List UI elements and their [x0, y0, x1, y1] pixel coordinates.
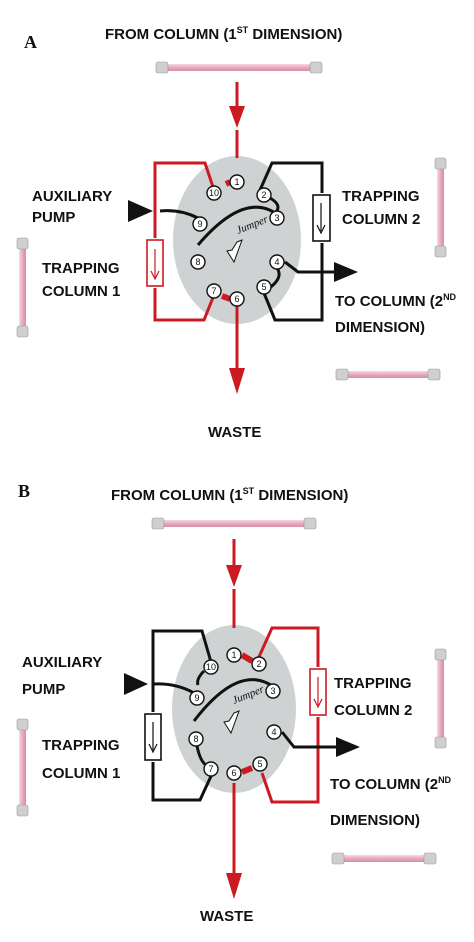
loop-right-black	[258, 161, 324, 193]
svg-text:8: 8	[193, 734, 198, 744]
flow-arrow-icon	[223, 710, 240, 735]
flow-arrow-icon	[148, 722, 158, 754]
column-tube-icon	[155, 61, 323, 74]
to-column-label-2: DIMENSION)	[330, 812, 420, 829]
port-8: 8	[190, 254, 206, 270]
svg-text:1: 1	[234, 177, 239, 187]
flow-arrow-icon	[316, 203, 326, 235]
column-tube-icon	[434, 157, 447, 258]
svg-text:6: 6	[231, 768, 236, 778]
waste-label: WASTE	[200, 908, 253, 925]
port-4: 4	[266, 724, 282, 740]
trapping-column-1-label-1: TRAPPING	[42, 737, 120, 754]
column-tube-icon	[335, 368, 441, 381]
port-4: 4	[269, 254, 285, 270]
port-10: 10	[206, 185, 222, 201]
trapping-column-2-label-1: TRAPPING	[334, 675, 412, 692]
port-8: 8	[188, 731, 204, 747]
svg-text:9: 9	[197, 219, 202, 229]
svg-text:3: 3	[270, 686, 275, 696]
column-tube-icon	[331, 852, 437, 865]
arrow-down-icon	[229, 82, 245, 128]
svg-text:1: 1	[231, 650, 236, 660]
port-5: 5	[256, 279, 272, 295]
panel-a: A FROM COLUMN (1ST DIMENSION)	[16, 25, 457, 441]
port-9: 9	[192, 216, 208, 232]
port-1: 1	[229, 174, 245, 190]
port-5: 5	[252, 756, 268, 772]
port-7: 7	[203, 761, 219, 777]
arrow-down-icon	[226, 783, 242, 899]
column-tube-icon	[16, 718, 29, 817]
flow-arrow-icon	[226, 239, 243, 264]
loop-left-red	[153, 161, 216, 238]
svg-text:6: 6	[234, 294, 239, 304]
svg-text:7: 7	[211, 286, 216, 296]
to-column-label-1: TO COLUMN (2ND	[330, 775, 452, 793]
waste-label: WASTE	[208, 424, 261, 441]
valve-ports: 1 2 3 4 5 6 7 8 9 10	[188, 647, 282, 781]
arrow-down-icon	[229, 340, 245, 394]
auxiliary-pump-label-2: PUMP	[22, 681, 65, 698]
panel-a-diagram: A FROM COLUMN (1ST DIMENSION)	[16, 25, 457, 441]
svg-text:10: 10	[206, 662, 216, 672]
svg-text:2: 2	[261, 190, 266, 200]
trapping-column-1-label-2: COLUMN 1	[42, 765, 120, 782]
panel-b: B FROM COLUMN (1ST DIMENSION)	[0, 471, 474, 942]
column-tube-icon	[151, 517, 317, 530]
trapping-column-1-label-2: COLUMN 1	[42, 283, 120, 300]
port-10: 10	[203, 659, 219, 675]
trapping-column-1-label-1: TRAPPING	[42, 260, 120, 277]
svg-text:3: 3	[274, 213, 279, 223]
port-3: 3	[269, 210, 285, 226]
panel-b-diagram: B FROM COLUMN (1ST DIMENSION)	[16, 481, 452, 925]
svg-text:2: 2	[256, 659, 261, 669]
port-2: 2	[251, 656, 267, 672]
svg-text:4: 4	[271, 727, 276, 737]
column-tube-icon	[16, 237, 29, 338]
svg-text:9: 9	[194, 693, 199, 703]
loop-right-red	[256, 626, 320, 667]
auxiliary-pump-label-1: AUXILIARY	[22, 654, 102, 671]
to-column-label-1: TO COLUMN (2ND	[335, 292, 457, 310]
auxiliary-pump-label-1: AUXILIARY	[32, 188, 112, 205]
port-2: 2	[256, 187, 272, 203]
port-7: 7	[206, 283, 222, 299]
column-tube-icon	[434, 648, 447, 749]
auxiliary-pump-label-2: PUMP	[32, 209, 75, 226]
panel-letter: A	[24, 32, 37, 52]
port-6: 6	[229, 291, 245, 307]
svg-text:5: 5	[257, 759, 262, 769]
trapping-column-2-label-1: TRAPPING	[342, 188, 420, 205]
arrow-right-icon	[128, 200, 153, 222]
panel-letter: B	[18, 481, 30, 501]
arrow-right-icon	[326, 737, 360, 757]
svg-text:8: 8	[195, 257, 200, 267]
port-9: 9	[189, 690, 205, 706]
port-3: 3	[265, 683, 281, 699]
svg-text:5: 5	[261, 282, 266, 292]
flow-arrow-icon	[150, 249, 160, 281]
arrow-down-icon	[226, 539, 242, 587]
valve-ports: 1 2 3 4 5 6 7 8 9 10	[190, 174, 285, 307]
jumper-line	[196, 205, 279, 246]
to-column-label-2: DIMENSION)	[335, 319, 425, 336]
port-1: 1	[226, 647, 242, 663]
svg-text:10: 10	[209, 188, 219, 198]
svg-text:4: 4	[274, 257, 279, 267]
port-6: 6	[226, 765, 242, 781]
trapping-column-2-label-2: COLUMN 2	[334, 702, 412, 719]
loop-left-black	[151, 629, 213, 712]
from-column-label: FROM COLUMN (1ST DIMENSION)	[105, 25, 342, 43]
flow-arrow-icon	[313, 677, 323, 709]
arrow-right-icon	[330, 262, 358, 282]
from-column-label: FROM COLUMN (1ST DIMENSION)	[111, 486, 348, 504]
arrow-right-icon	[124, 673, 148, 695]
jumper-line	[192, 678, 276, 722]
svg-text:7: 7	[208, 764, 213, 774]
trapping-column-2-label-2: COLUMN 2	[342, 211, 420, 228]
